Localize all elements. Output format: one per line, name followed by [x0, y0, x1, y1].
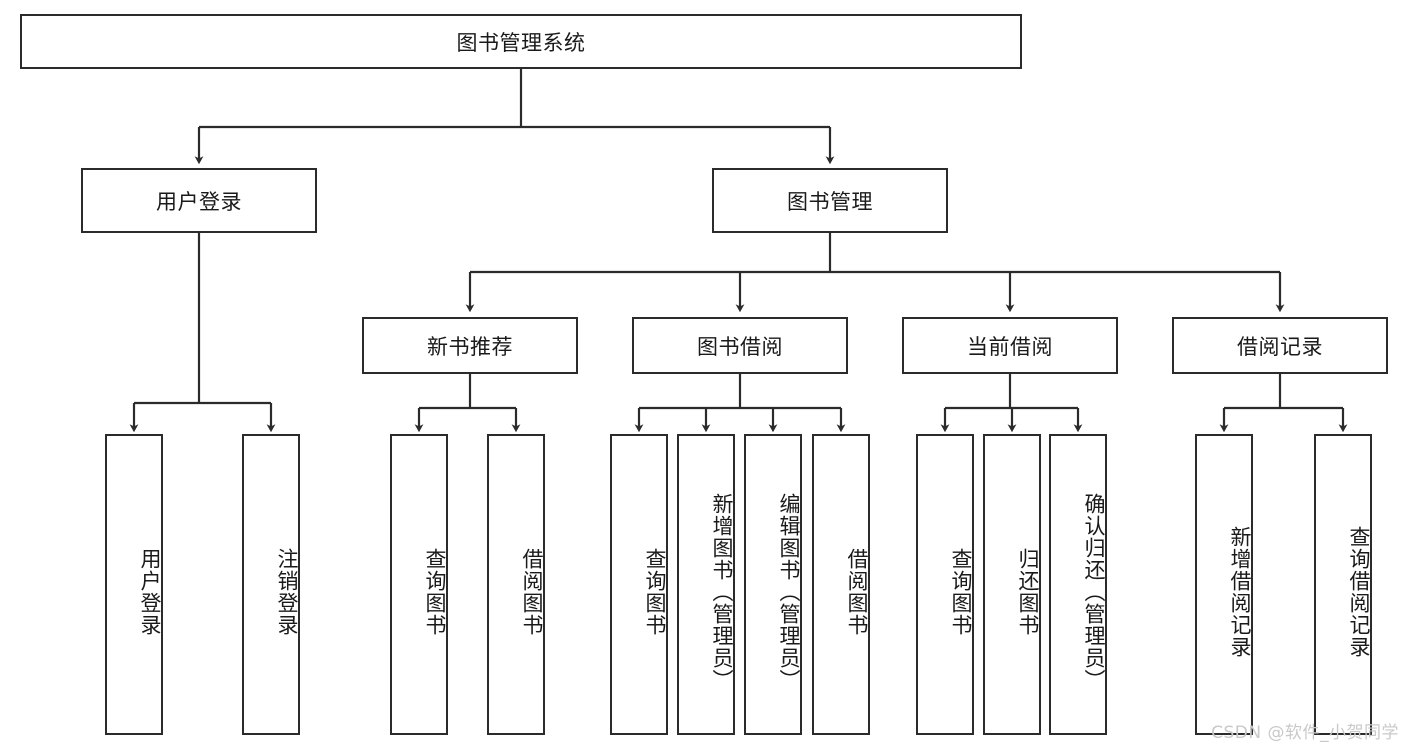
node-new-book-recommend[interactable]: 新书推荐 [362, 317, 578, 374]
node-label: 用户登录 [138, 547, 162, 636]
node-label: 图书管理 [787, 189, 873, 214]
node-leaf-add-book-admin[interactable]: 新增图书（管理员） [677, 434, 735, 735]
node-leaf-confirm-return-admin[interactable]: 确认归还（管理员） [1049, 434, 1107, 735]
node-label: 用户登录 [156, 189, 242, 214]
node-book-management[interactable]: 图书管理 [712, 168, 948, 233]
node-label: 归还图书 [1016, 547, 1040, 636]
node-root-book-management-system[interactable]: 图书管理系统 [20, 14, 1022, 69]
node-label: 查询图书 [643, 547, 667, 636]
node-leaf-user-login[interactable]: 用户登录 [105, 434, 163, 735]
node-leaf-return-book[interactable]: 归还图书 [983, 434, 1041, 735]
node-label: 当前借阅 [967, 334, 1053, 359]
node-label: 借阅图书 [520, 547, 544, 636]
node-label: 查询借阅记录 [1347, 525, 1371, 658]
node-leaf-query-book-recommend[interactable]: 查询图书 [390, 434, 448, 735]
node-label: 借阅图书 [845, 547, 869, 636]
node-leaf-edit-book-admin[interactable]: 编辑图书（管理员） [744, 434, 802, 735]
node-leaf-query-book-current[interactable]: 查询图书 [916, 434, 974, 735]
node-label: 编辑图书（管理员） [777, 492, 801, 691]
node-borrow-record[interactable]: 借阅记录 [1172, 317, 1388, 374]
node-leaf-borrow-book-recommend[interactable]: 借阅图书 [487, 434, 545, 735]
node-label: 新书推荐 [427, 334, 513, 359]
node-current-borrow[interactable]: 当前借阅 [902, 317, 1118, 374]
node-label: 新增借阅记录 [1228, 525, 1252, 658]
node-leaf-query-borrow-record[interactable]: 查询借阅记录 [1314, 434, 1372, 735]
node-label: 借阅记录 [1237, 334, 1323, 359]
node-label: 图书管理系统 [456, 30, 586, 55]
node-leaf-query-book-borrow[interactable]: 查询图书 [610, 434, 668, 735]
node-label: 确认归还（管理员） [1082, 492, 1106, 691]
node-leaf-logout[interactable]: 注销登录 [242, 434, 300, 735]
node-book-borrow[interactable]: 图书借阅 [632, 317, 848, 374]
node-leaf-add-borrow-record[interactable]: 新增借阅记录 [1195, 434, 1253, 735]
node-label: 查询图书 [423, 547, 447, 636]
node-label: 新增图书（管理员） [710, 492, 734, 691]
node-label: 注销登录 [275, 547, 299, 636]
node-leaf-borrow-book[interactable]: 借阅图书 [812, 434, 870, 735]
node-label: 图书借阅 [697, 334, 783, 359]
watermark-credit: CSDN @软件_小贺同学 [1211, 723, 1399, 743]
node-user-login[interactable]: 用户登录 [81, 168, 317, 233]
node-label: 查询图书 [949, 547, 973, 636]
